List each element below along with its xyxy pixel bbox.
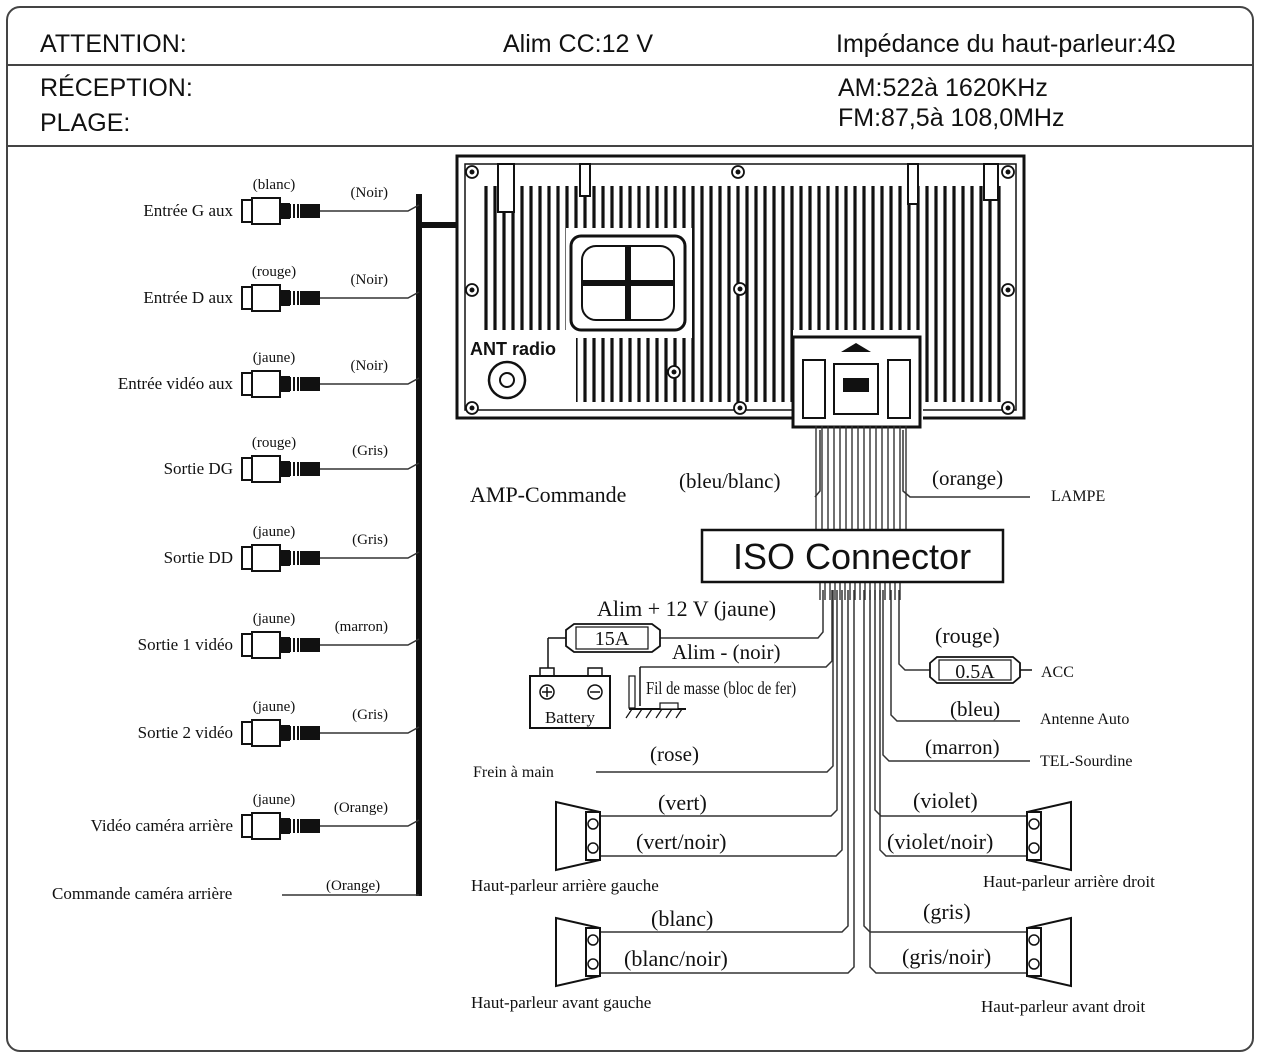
wire-color-label: (marron): [335, 619, 388, 635]
amp-wire-color: (bleu/blanc): [679, 469, 780, 493]
header-separator: [8, 64, 1254, 66]
plug-color-label: (blanc): [253, 177, 295, 193]
camera-control-wire-color: (Orange): [326, 878, 380, 894]
rear-right-speaker-label: Haut-parleur arrière droit: [983, 872, 1155, 891]
power-spec: Alim CC:12 V: [503, 30, 654, 58]
acc-wire-color: (rouge): [935, 623, 1000, 648]
plug-color-label: (jaune): [253, 611, 295, 627]
rear-left-neg-wire: (vert/noir): [636, 829, 726, 854]
fuse-05a-label: 0.5A: [955, 661, 995, 683]
header-separator-2: [8, 145, 1254, 147]
plug-color-label: (jaune): [253, 699, 295, 715]
front-right-speaker-label: Haut-parleur avant droit: [981, 997, 1146, 1016]
ground-icon: [625, 667, 686, 719]
rca-row: Sortie 1 vidéo (jaune) (marron): [138, 611, 420, 659]
speaker-front-right-icon: [1026, 916, 1072, 988]
amp-control-label: AMP-Commande: [470, 482, 626, 507]
rca-plug-icon: [241, 812, 321, 840]
rca-plug-icon: [241, 370, 321, 398]
rca-plug-icon: [241, 544, 321, 572]
range-label: PLAGE:: [40, 109, 131, 137]
rear-right-pos-wire: (violet): [913, 788, 978, 813]
rca-plug-icon: [241, 631, 321, 659]
wire-color-label: (Gris): [352, 532, 388, 548]
speaker-front-left-icon: [555, 916, 601, 988]
rca-plug-icon: [241, 197, 321, 225]
tel-wire-color: (marron): [925, 735, 1000, 759]
plug-color-label: (jaune): [253, 792, 295, 808]
camera-control-label: Commande caméra arrière: [52, 884, 232, 903]
wire-color-label: (Noir): [351, 185, 389, 201]
head-unit: ANT radio: [455, 154, 1026, 429]
rca-row: Sortie 2 vidéo (jaune) (Gris): [138, 699, 420, 747]
rca-row: Entrée D aux (rouge) (Noir): [143, 264, 420, 312]
handbrake-wire-color: (rose): [650, 742, 699, 766]
rca-row: Entrée vidéo aux (jaune) (Noir): [118, 350, 420, 398]
camera-control-row: Commande caméra arrière (Orange): [52, 878, 419, 903]
auto-antenna-label: Antenne Auto: [1040, 711, 1129, 728]
rca-plug-icon: [241, 719, 321, 747]
antenna-wire-color: (bleu): [950, 697, 1000, 721]
plug-color-label: (jaune): [253, 524, 295, 540]
rca-input-label: Sortie DD: [164, 548, 233, 567]
rca-plug-icon: [241, 284, 321, 312]
fuse-05a-icon: 0.5A: [929, 656, 1032, 684]
front-left-pos-wire: (blanc): [651, 906, 713, 931]
wire-color-label: (Gris): [352, 443, 388, 459]
plug-color-label: (jaune): [253, 350, 295, 366]
speaker-rear-left-icon: [555, 800, 601, 872]
speaker-rear-right-icon: [1026, 800, 1072, 872]
rca-input-label: Sortie 1 vidéo: [138, 635, 233, 654]
rear-right-neg-wire: (violet/noir): [887, 829, 993, 854]
antenna-label: ANT radio: [470, 339, 556, 359]
lamp-wire-color: (orange): [932, 466, 1003, 490]
rca-row: Sortie DG (rouge) (Gris): [164, 435, 420, 483]
am-range: AM:522à 1620KHz: [838, 74, 1048, 102]
handbrake-label: Frein à main: [473, 764, 554, 781]
wire-color-label: (Gris): [352, 707, 388, 723]
rca-plug-icon: [241, 455, 321, 483]
iso-connector-title: ISO Connector: [733, 536, 971, 577]
rear-left-pos-wire: (vert): [658, 790, 707, 815]
front-right-pos-wire: (gris): [923, 899, 971, 924]
fuse-15a-label: 15A: [595, 628, 630, 650]
lamp-label: LAMPE: [1051, 488, 1105, 505]
acc-label: ACC: [1041, 664, 1074, 681]
battery-label: Battery: [545, 708, 596, 727]
iso-connector-box: [700, 528, 1005, 584]
wire-color-label: (Noir): [351, 358, 389, 374]
rca-row: Vidéo caméra arrière (jaune) (Orange): [91, 792, 420, 840]
rca-row: Entrée G aux (blanc) (Noir): [143, 177, 420, 225]
tel-mute-label: TEL-Sourdine: [1040, 753, 1132, 770]
front-left-neg-wire: (blanc/noir): [624, 946, 728, 971]
rca-input-label: Entrée vidéo aux: [118, 374, 234, 393]
front-right-neg-wire: (gris/noir): [902, 944, 991, 969]
rca-input-label: Entrée G aux: [143, 201, 233, 220]
rca-input-label: Vidéo caméra arrière: [91, 816, 233, 835]
fuse-15a-icon: 15A: [547, 623, 661, 670]
power-minus-label: Alim - (noir): [672, 640, 780, 664]
wire-color-label: (Noir): [351, 272, 389, 288]
rca-input-label: Entrée D aux: [143, 288, 233, 307]
ground-wire-label: Fil de masse (bloc de fer): [646, 678, 796, 699]
rear-left-speaker-label: Haut-parleur arrière gauche: [471, 876, 659, 895]
attention-label: ATTENTION:: [40, 30, 187, 58]
rca-row: Sortie DD (jaune) (Gris): [164, 524, 420, 572]
battery-icon: Battery: [529, 667, 611, 729]
power-plus-label: Alim + 12 V (jaune): [597, 596, 776, 621]
front-left-speaker-label: Haut-parleur avant gauche: [471, 993, 651, 1012]
fm-range: FM:87,5à 108,0MHz: [838, 104, 1065, 132]
impedance-spec: Impédance du haut-parleur:4Ω: [836, 30, 1176, 58]
diagram-frame: [6, 6, 1254, 1052]
reception-label: RÉCEPTION:: [40, 74, 193, 102]
rca-input-label: Sortie DG: [164, 459, 233, 478]
plug-color-label: (rouge): [252, 264, 296, 280]
rca-input-label: Sortie 2 vidéo: [138, 723, 233, 742]
plug-color-label: (rouge): [252, 435, 296, 451]
wire-color-label: (Orange): [334, 800, 388, 816]
